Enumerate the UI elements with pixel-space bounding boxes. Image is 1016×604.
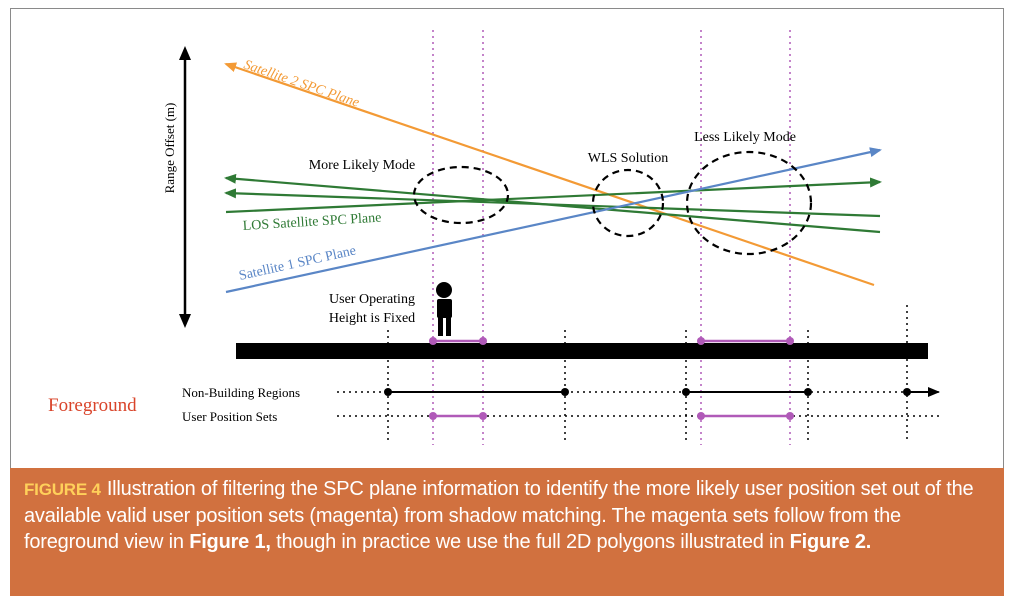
less-likely-mode-ellipse [685, 150, 813, 256]
region-guides [387, 305, 908, 440]
non-building-regions-label: Non-Building Regions [182, 385, 300, 400]
spc-plane-diagram: Range Offset (m) Satellite 2 SPC Plane L… [48, 30, 940, 445]
non-building-regions-row [337, 387, 940, 397]
range-offset-axis [179, 46, 191, 328]
user-height-label-line1: User Operating [329, 292, 415, 307]
foreground-label: Foreground [48, 395, 137, 416]
caption-ref-figure-2: Figure 2. [789, 531, 872, 553]
wls-solution-label: WLS Solution [588, 151, 669, 166]
y-axis-label: Range Offset (m) [162, 103, 177, 194]
figure-label: FIGURE 4 [24, 480, 101, 499]
caption-ref-figure-1: Figure 1, [189, 531, 271, 553]
wls-solution-ellipse [591, 168, 665, 238]
satellite2-plane-label: Satellite 2 SPC Plane [242, 58, 361, 111]
user-height-label-line2: Height is Fixed [329, 311, 415, 326]
los-plane-line [224, 188, 881, 218]
less-likely-mode-label: Less Likely Mode [694, 130, 796, 145]
more-likely-mode-ellipse [412, 165, 510, 225]
satellite2-spc-plane-line [224, 62, 875, 287]
caption-body-2: though in practice we use the full 2D po… [270, 531, 790, 553]
satellite1-plane-label: Satellite 1 SPC Plane [238, 243, 358, 283]
ground-position-sets [429, 337, 794, 345]
caption-body-1: Illustration of filtering the SPC plane … [24, 478, 974, 553]
ground-bar [236, 343, 928, 359]
satellite1-spc-plane-line [225, 147, 882, 294]
los-plane-label: LOS Satellite SPC Plane [242, 211, 382, 234]
user-position-sets-row [337, 412, 940, 420]
los-plane-line [225, 177, 882, 214]
user-position-sets-label: User Position Sets [182, 409, 277, 424]
user-figure-icon [436, 282, 452, 336]
los-spc-plane-lines [224, 173, 882, 234]
more-likely-mode-label: More Likely Mode [309, 158, 416, 173]
